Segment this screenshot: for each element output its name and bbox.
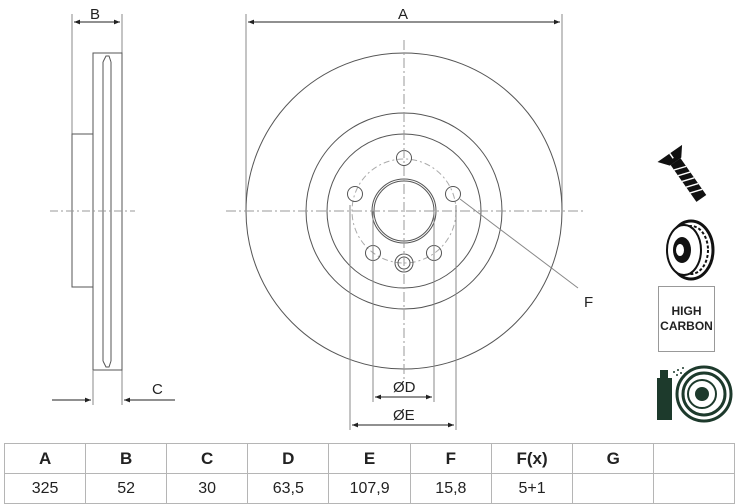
vented-disc-icon [666,219,715,281]
spec-header-row: A B C D E F F(x) G [3,443,735,474]
header-b: B [85,443,168,474]
dim-label-f: F [584,294,593,311]
coated-disc-spray-icon [657,365,733,423]
header-g: G [572,443,655,474]
value-f: 15,8 [409,473,492,504]
high-carbon-badge: HIGH CARBON [658,286,715,352]
header-fx: F(x) [490,443,574,474]
header-d: D [247,443,330,474]
dim-label-d: ØD [393,379,416,396]
value-c: 30 [166,473,249,504]
side-view [50,14,175,405]
screw-icon [657,144,707,202]
header-empty [653,443,735,474]
high-carbon-line1: HIGH [671,304,702,318]
dim-label-e: ØE [393,407,415,424]
value-a: 325 [3,473,87,504]
spec-table: A B C D E F F(x) G 325 52 30 63,5 107,9 … [3,443,735,504]
high-carbon-line2: CARBON [660,319,713,333]
value-fx: 5+1 [490,473,574,504]
header-e: E [328,443,411,474]
header-c: C [166,443,249,474]
value-d: 63,5 [247,473,330,504]
spec-value-row: 325 52 30 63,5 107,9 15,8 5+1 [3,473,735,504]
value-empty [653,473,735,504]
value-b: 52 [85,473,168,504]
value-g [572,473,655,504]
dim-label-c: C [152,381,163,398]
technical-drawing: B C A ØD ØE F [50,6,733,430]
value-e: 107,9 [328,473,411,504]
header-a: A [3,443,87,474]
dim-label-a: A [398,6,408,23]
header-f: F [409,443,492,474]
front-view [226,14,585,430]
dim-label-b: B [90,6,100,23]
